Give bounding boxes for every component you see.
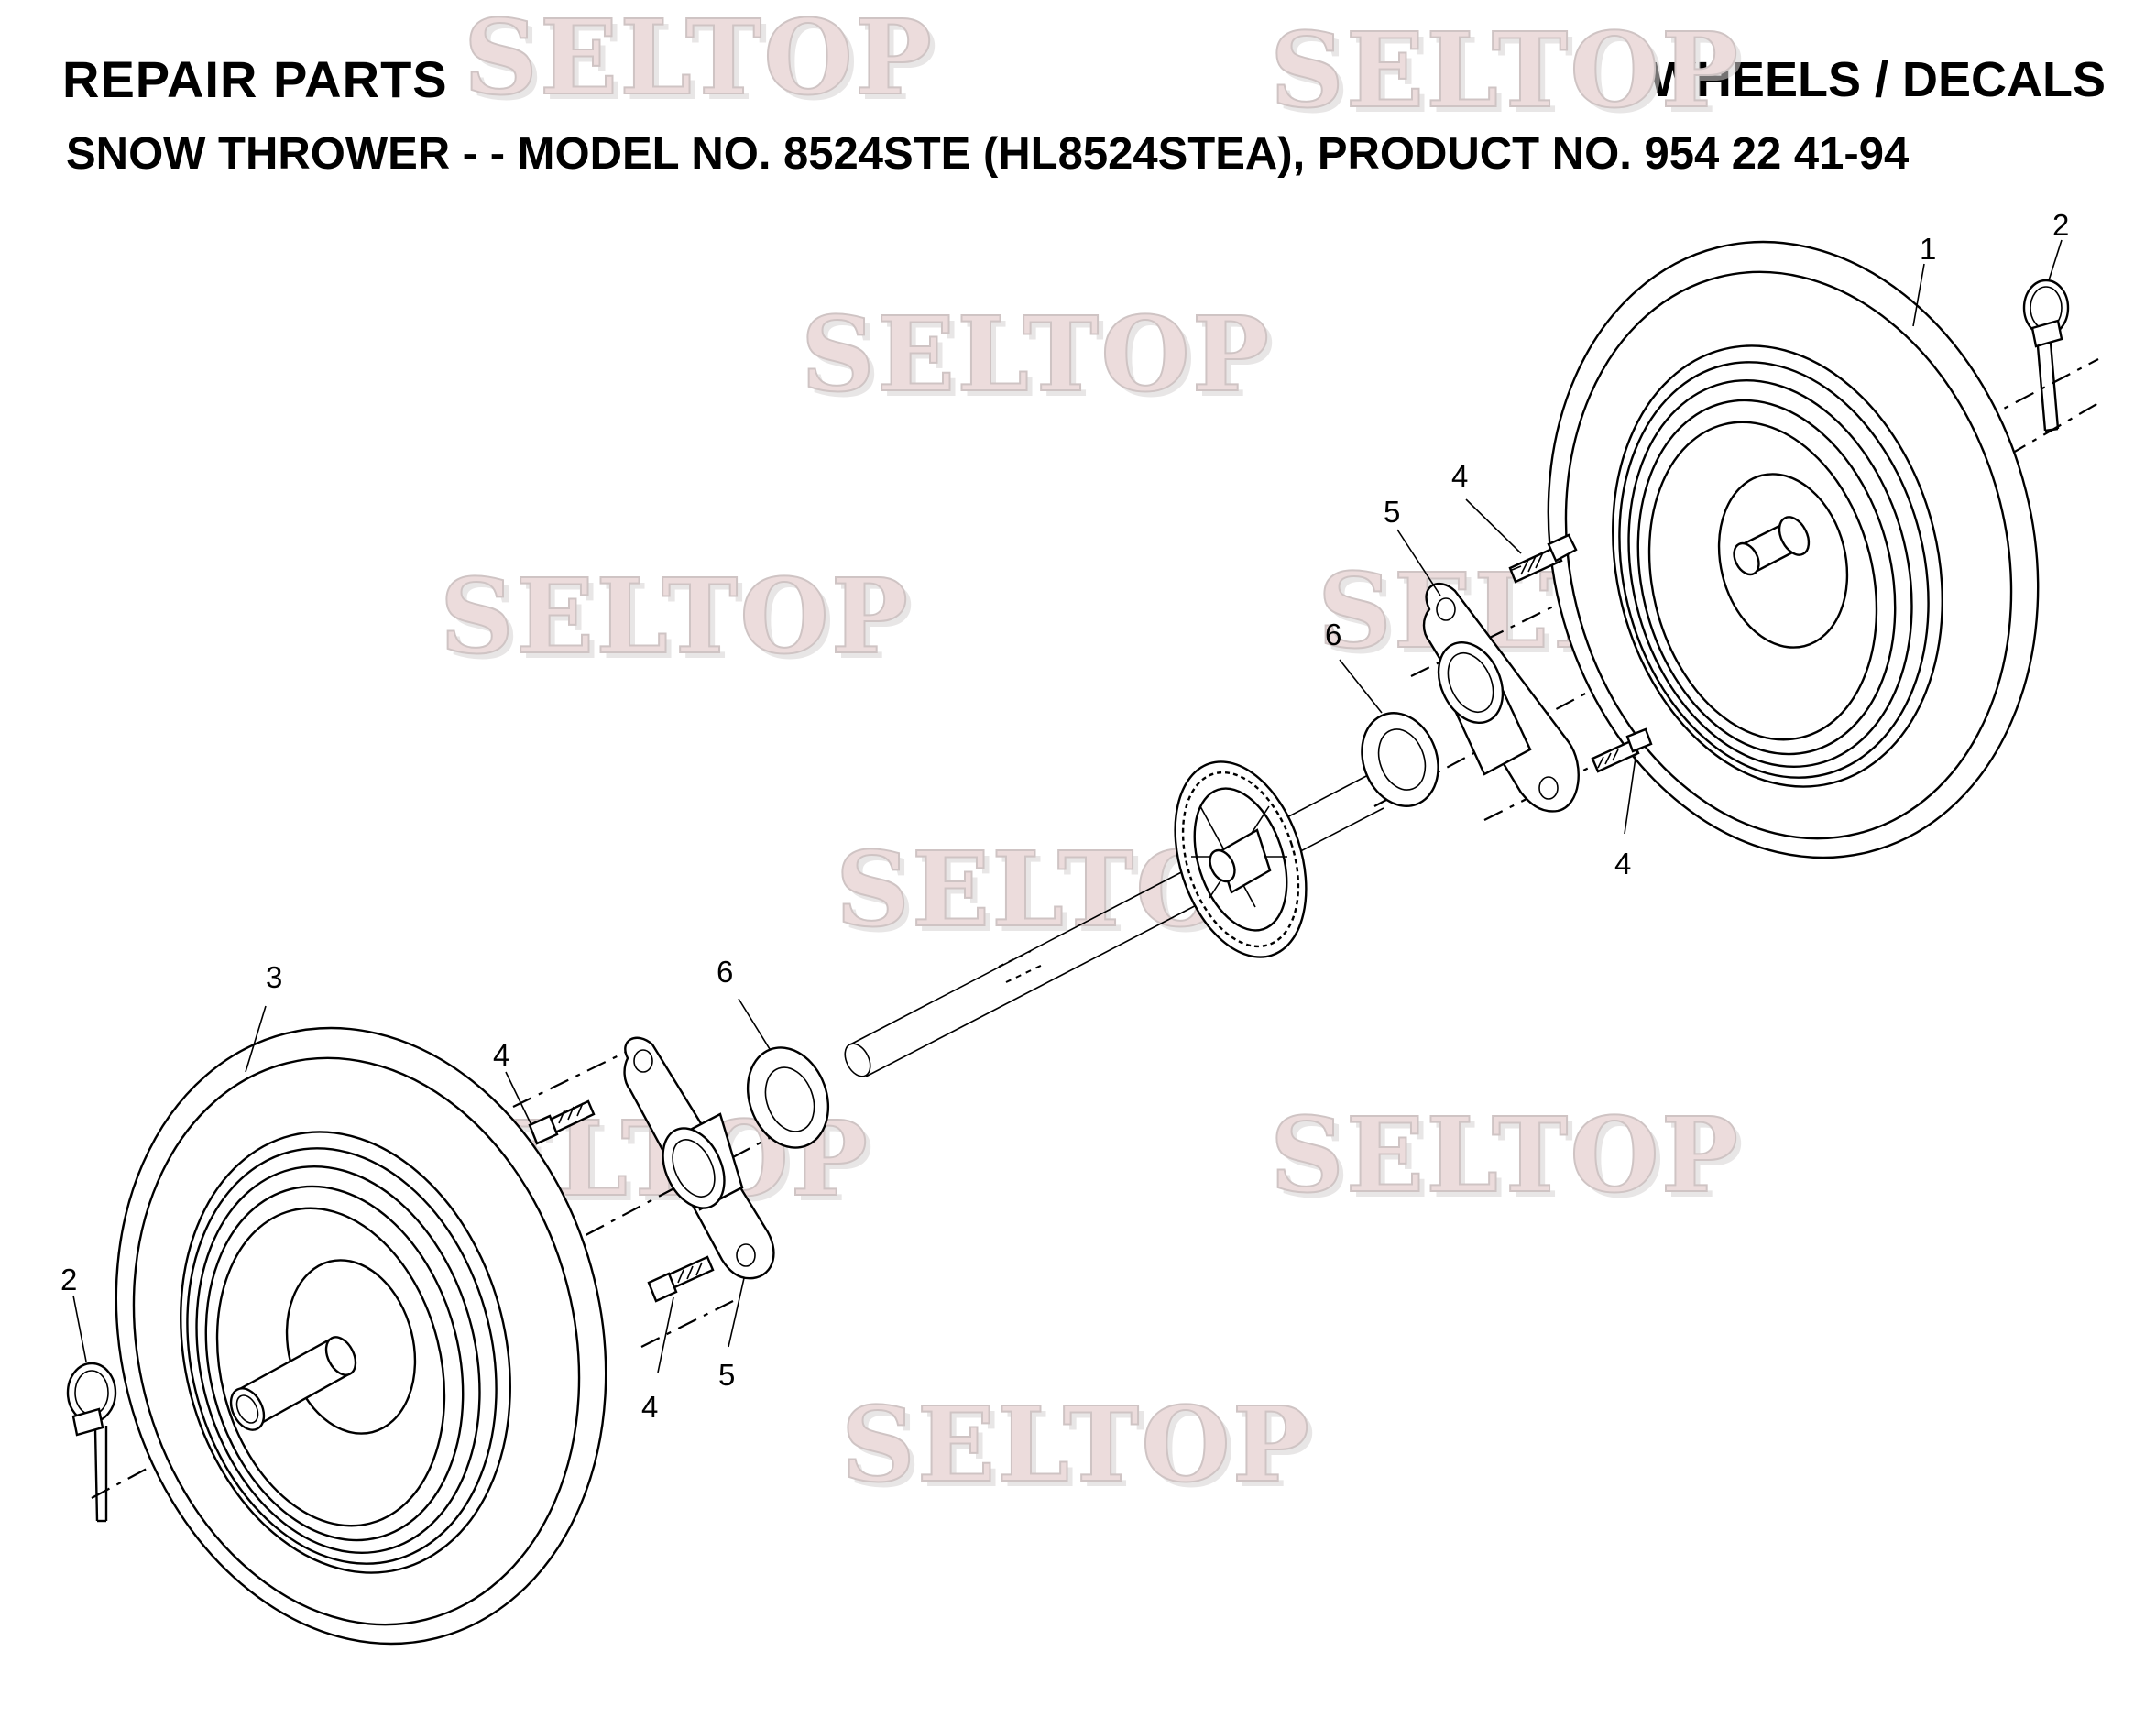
callout-washer-left: 6	[717, 955, 733, 989]
callout-bearing-right: 5	[1384, 495, 1400, 529]
svg-text:SELTOP: SELTOP	[847, 1391, 1317, 1511]
callout-bolt-lower-left: 4	[641, 1390, 658, 1424]
svg-text:SELTOP: SELTOP	[841, 1385, 1311, 1505]
model-subtitle: SNOW THROWER - - MODEL NO. 8524STE (HL85…	[66, 129, 1910, 179]
svg-text:SELTOP: SELTOP	[1275, 1101, 1746, 1221]
svg-text:SELTOP: SELTOP	[440, 557, 910, 677]
watermark: SELTOP SELTOP	[439, 556, 915, 683]
callout-bolt-lower-right: 4	[1614, 847, 1631, 880]
svg-text:SELTOP: SELTOP	[1270, 1096, 1740, 1216]
hex-bolt-upper-right	[1508, 533, 1578, 584]
watermark: SELTOP SELTOP	[800, 294, 1276, 421]
page-title: REPAIR PARTS	[62, 50, 448, 108]
svg-text:SELTOP: SELTOP	[469, 4, 939, 124]
svg-text:SELTOP: SELTOP	[445, 563, 915, 683]
callout-bolt-upper-right: 4	[1451, 459, 1468, 493]
svg-text:SELTOP: SELTOP	[801, 295, 1271, 415]
svg-text:SELTOP: SELTOP	[464, 0, 934, 118]
svg-text:SELTOP: SELTOP	[1270, 11, 1740, 131]
watermark: SELTOP SELTOP	[1269, 1095, 1746, 1221]
hex-bolt-lower-left	[647, 1255, 715, 1303]
watermark: SELTOP SELTOP	[1269, 10, 1746, 137]
wheel-right	[1547, 240, 2040, 859]
section-title: WHEELS / DECALS	[1648, 52, 2106, 107]
leader-lines	[72, 239, 2063, 1373]
svg-text:SELTOP: SELTOP	[1275, 16, 1746, 137]
thrust-washer-right	[1361, 712, 1439, 807]
callout-labels: 1 2 4 5 6 4 3 4 6 2 4 5	[60, 208, 2069, 1424]
watermark-layer: SELTOP SELTOP SELTOP SELTOP SELTOP SELTO…	[399, 0, 1791, 1511]
callout-pin-right: 2	[2052, 208, 2069, 242]
hitch-pin-right	[2022, 279, 2070, 432]
callout-washer-right: 6	[1325, 618, 1341, 651]
thrust-washer-left	[746, 1046, 830, 1149]
callout-wheel-right: 1	[1920, 232, 1936, 266]
callout-wheel-left: 3	[266, 960, 282, 994]
svg-text:SELTOP: SELTOP	[806, 301, 1276, 421]
callout-pin-left: 2	[60, 1263, 77, 1296]
callout-bearing-left: 5	[718, 1358, 735, 1392]
bearing-flange-right	[1422, 582, 1580, 813]
drive-gear	[1174, 760, 1308, 958]
bearing-flange-left	[623, 1036, 775, 1280]
watermark: SELTOP SELTOP	[463, 0, 939, 124]
hex-bolt-upper-left	[528, 1099, 596, 1145]
callout-bolt-upper-left: 4	[493, 1038, 509, 1072]
hitch-pin-left	[66, 1362, 117, 1523]
hex-bolt-lower-right	[1591, 727, 1653, 773]
watermark: SELTOP SELTOP	[840, 1384, 1317, 1511]
wheel-left	[115, 1026, 607, 1646]
